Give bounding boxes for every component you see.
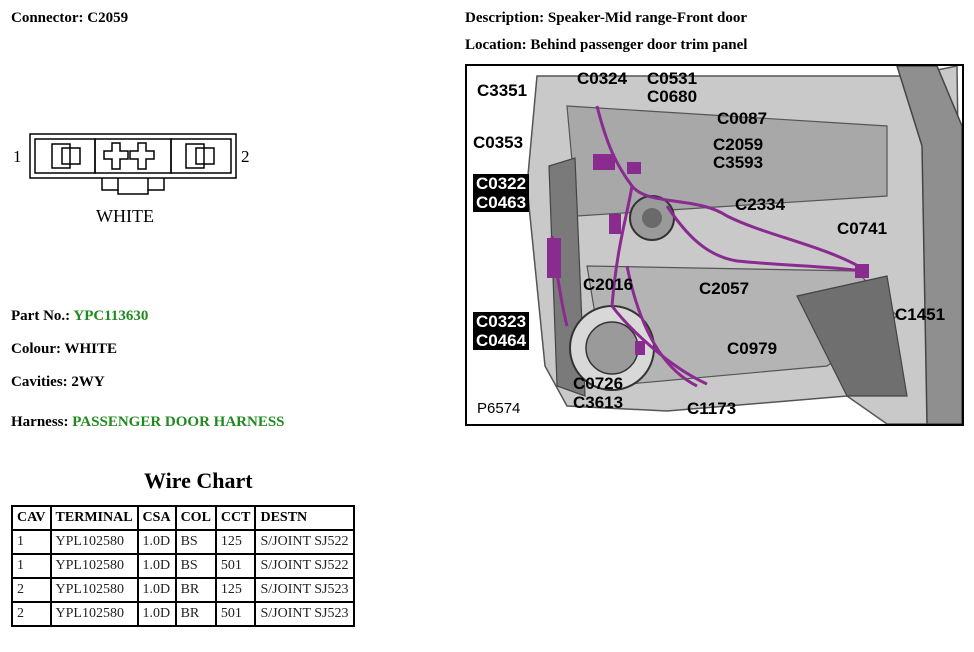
photo-reference-id: P6574 <box>477 400 521 417</box>
cell-csa: 1.0D <box>136 601 177 627</box>
description-label: Description: <box>465 10 545 26</box>
table-header-row: CAV TERMINAL CSA COL CCT DESTN <box>11 505 355 531</box>
colour-label: Colour: <box>11 341 61 357</box>
callout-c2334: C2334 <box>735 195 786 214</box>
callout-c2016: C2016 <box>583 275 634 294</box>
callout-c0741: C0741 <box>837 219 888 238</box>
cell-terminal: YPL102580 <box>49 529 139 555</box>
cell-destn: S/JOINT SJ522 <box>254 529 355 555</box>
pin-1-label: 1 <box>13 147 22 166</box>
colour-line: Colour: WHITE <box>11 341 117 358</box>
pin-2-label: 2 <box>241 147 250 166</box>
cell-terminal: YPL102580 <box>49 601 139 627</box>
callout-c0324: C0324 <box>577 69 628 88</box>
callout-c3351: C3351 <box>477 81 528 100</box>
connector-location-illustration: C3351 C0324 C0531 C0680 C0087 C0353 C205… <box>465 64 964 426</box>
cell-terminal: YPL102580 <box>49 577 139 603</box>
cell-cct: 125 <box>214 529 257 555</box>
callout-c0323: C0323 <box>473 312 530 331</box>
connector-line: Connector: C2059 <box>11 10 128 27</box>
table-row: 1 YPL102580 1.0D BS 501 S/JOINT SJ522 <box>11 553 355 579</box>
callout-c2057: C2057 <box>699 279 750 298</box>
header-cav: CAV <box>11 505 52 531</box>
description-value: Speaker-Mid range-Front door <box>547 10 748 26</box>
harness-line: Harness: PASSENGER DOOR HARNESS <box>11 414 285 431</box>
harness-value: PASSENGER DOOR HARNESS <box>72 414 285 430</box>
cell-col: BR <box>174 577 217 603</box>
location-label: Location: <box>465 37 527 53</box>
harness-label: Harness: <box>11 414 69 430</box>
part-no-label: Part No.: <box>11 308 71 324</box>
rear-support <box>796 275 908 397</box>
connector-face-diagram: 1 2 WHITE <box>13 133 250 226</box>
cell-csa: 1.0D <box>136 529 177 555</box>
callout-c0531: C0531 <box>647 69 698 88</box>
connector-label: Connector: <box>11 10 84 26</box>
callout-c3593: C3593 <box>713 153 764 172</box>
part-no-line: Part No.: YPC113630 <box>11 308 148 325</box>
table-row: 2 YPL102580 1.0D BR 501 S/JOINT SJ523 <box>11 601 355 627</box>
callout-c0322: C0322 <box>473 174 530 193</box>
location-value: Behind passenger door trim panel <box>530 37 748 53</box>
door-illustration <box>526 66 962 424</box>
cell-col: BS <box>174 553 217 579</box>
wire-chart-title: Wire Chart <box>144 468 253 493</box>
cell-col: BS <box>174 529 217 555</box>
header-destn: DESTN <box>254 505 355 531</box>
callout-c0680: C0680 <box>647 87 698 106</box>
location-line: Location: Behind passenger door trim pan… <box>465 37 747 54</box>
connector-body <box>29 133 237 179</box>
cell-cct: 501 <box>214 601 257 627</box>
callout-c1173: C1173 <box>687 399 737 418</box>
callout-c1451: C1451 <box>895 305 946 324</box>
description-line: Description: Speaker-Mid range-Front doo… <box>465 10 747 27</box>
table-row: 1 YPL102580 1.0D BS 125 S/JOINT SJ522 <box>11 529 355 555</box>
table-row: 2 YPL102580 1.0D BR 125 S/JOINT SJ523 <box>11 577 355 603</box>
cell-destn: S/JOINT SJ523 <box>254 601 355 627</box>
cell-cav: 1 <box>11 529 52 555</box>
header-cct: CCT <box>214 505 257 531</box>
connector-value: C2059 <box>87 10 129 26</box>
cell-col: BR <box>174 601 217 627</box>
cell-cav: 2 <box>11 577 52 603</box>
callout-c0353: C0353 <box>473 133 524 152</box>
cell-cav: 1 <box>11 553 52 579</box>
cavities-label: Cavities: <box>11 374 68 390</box>
header-col: COL <box>174 505 217 531</box>
callout-c2059: C2059 <box>713 135 764 154</box>
cell-destn: S/JOINT SJ523 <box>254 577 355 603</box>
connector-color-text: WHITE <box>96 206 154 226</box>
cavities-line: Cavities: 2WY <box>11 374 105 391</box>
colour-value: WHITE <box>64 341 117 357</box>
part-no-value: YPC113630 <box>73 308 149 324</box>
wire-chart-table: CAV TERMINAL CSA COL CCT DESTN 1 YPL1025… <box>11 505 355 627</box>
cell-cct: 125 <box>214 577 257 603</box>
callout-c0726: C0726 <box>573 374 624 393</box>
cell-cct: 501 <box>214 553 257 579</box>
header-csa: CSA <box>136 505 177 531</box>
callout-c0979: C0979 <box>727 339 778 358</box>
harness-connectors <box>547 154 869 355</box>
cell-csa: 1.0D <box>136 553 177 579</box>
header-terminal: TERMINAL <box>49 505 139 531</box>
cell-csa: 1.0D <box>136 577 177 603</box>
callout-c0087: C0087 <box>717 109 768 128</box>
cell-destn: S/JOINT SJ522 <box>254 553 355 579</box>
window-frame <box>896 66 962 424</box>
callout-c0464: C0464 <box>473 331 530 350</box>
callout-c3613: C3613 <box>573 393 624 412</box>
cell-cav: 2 <box>11 601 52 627</box>
callout-c0463: C0463 <box>473 193 530 212</box>
cavities-value: 2WY <box>71 374 105 390</box>
cell-terminal: YPL102580 <box>49 553 139 579</box>
